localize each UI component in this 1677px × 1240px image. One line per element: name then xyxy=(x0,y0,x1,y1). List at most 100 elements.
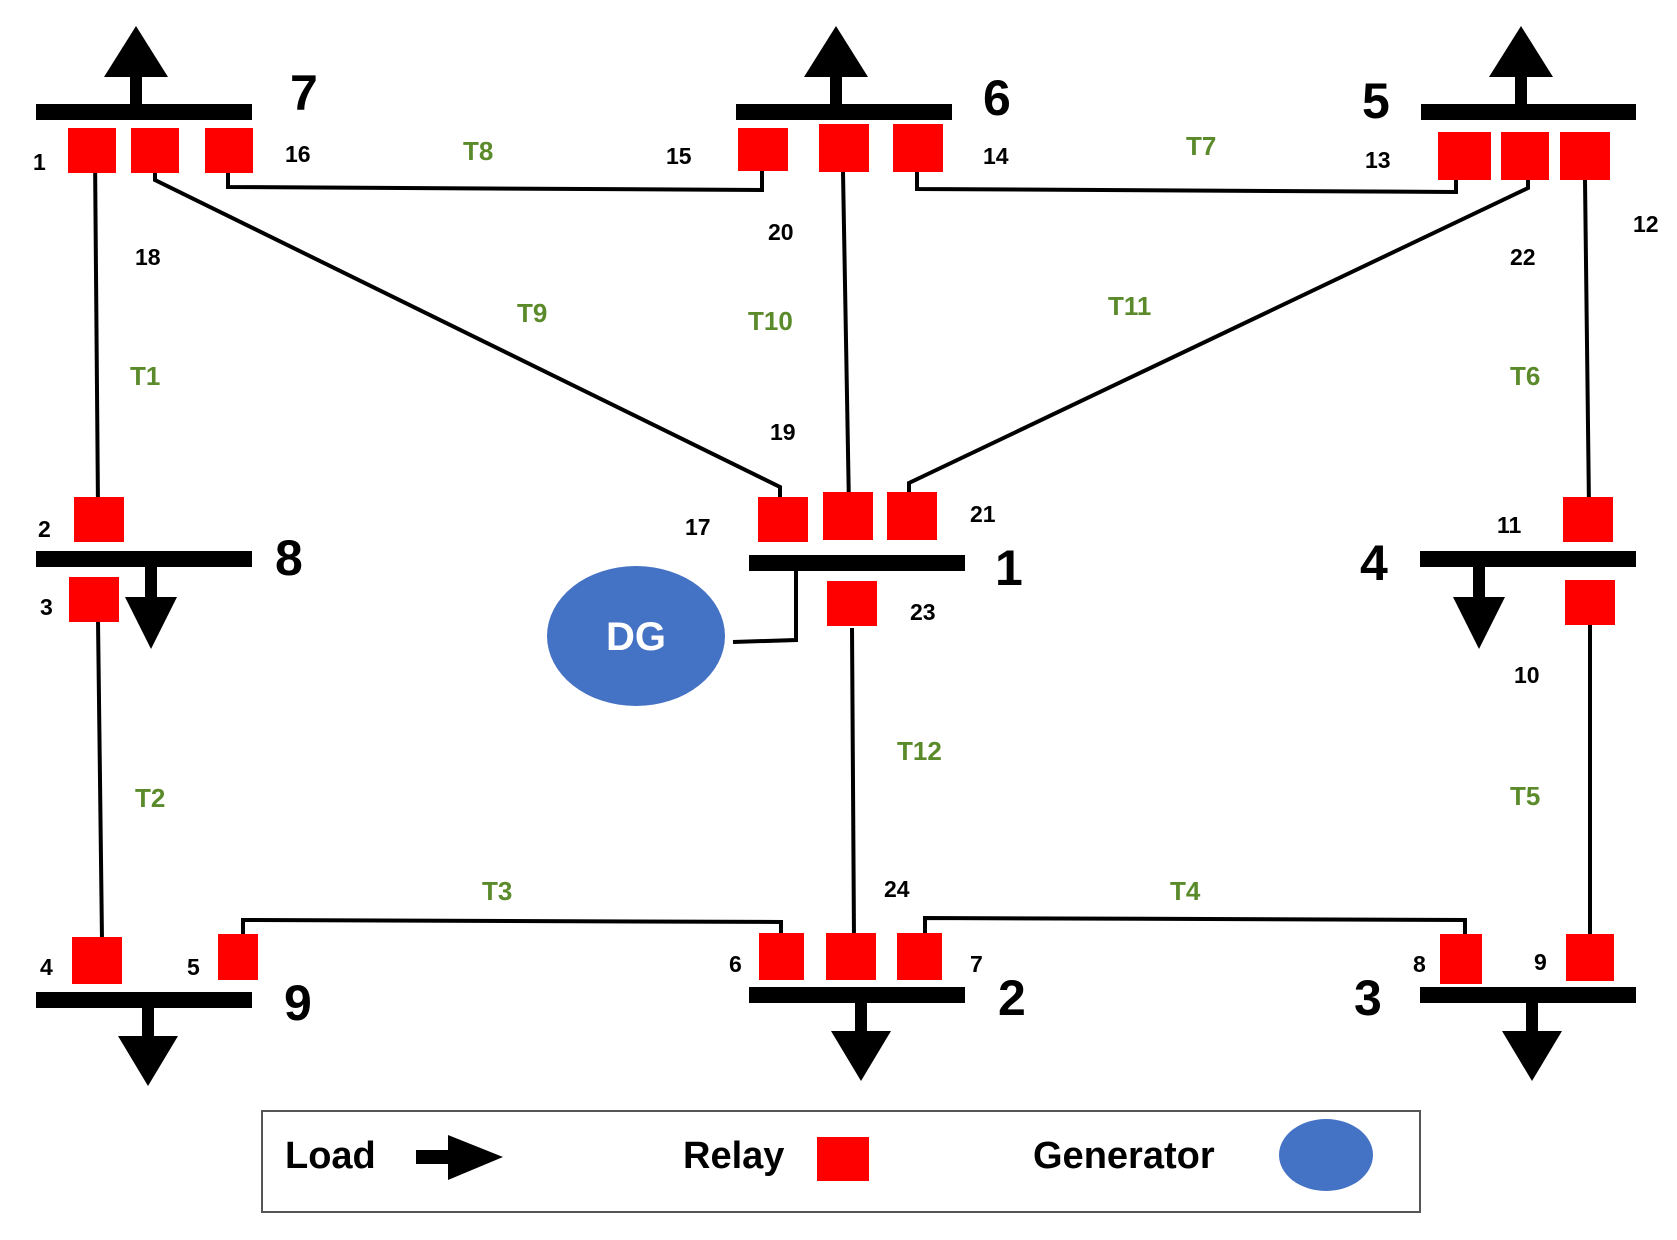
load-arrow-down-icon xyxy=(1453,567,1505,649)
line-t3 xyxy=(241,917,783,940)
legend-load-arrow-icon xyxy=(416,1135,503,1180)
relay-icon xyxy=(823,492,873,540)
bus-label-9: 9 xyxy=(284,975,312,1031)
relay-icon xyxy=(131,128,179,173)
dg-generator-icon xyxy=(547,566,725,706)
bus-label-3: 3 xyxy=(1354,970,1382,1026)
relay-icon xyxy=(893,124,943,172)
line-label-t11: T11 xyxy=(1108,291,1151,321)
relay-label: 6 xyxy=(729,951,742,977)
relay-icon xyxy=(1566,934,1614,981)
line-t7 xyxy=(915,172,1458,195)
bus-bar-8 xyxy=(36,551,252,567)
line-t2 xyxy=(96,619,104,941)
relay-label: 22 xyxy=(1510,244,1536,270)
bus-bar-5 xyxy=(1421,104,1636,120)
line-t9 xyxy=(153,173,782,505)
relay-label: 17 xyxy=(685,514,711,540)
relay-label: 2 xyxy=(38,516,51,542)
line-label-t8: T8 xyxy=(463,136,493,166)
bus-bar-3 xyxy=(1420,987,1636,1003)
relay-label: 15 xyxy=(666,143,692,169)
relay-icon xyxy=(218,934,258,980)
line-t12 xyxy=(850,627,856,941)
relays xyxy=(68,124,1615,984)
relay-icon xyxy=(897,933,942,980)
relay-label: 13 xyxy=(1365,147,1391,173)
load-arrow-down-icon xyxy=(1502,1003,1562,1081)
relay-icon xyxy=(1560,132,1610,180)
relay-label: 10 xyxy=(1514,662,1540,688)
line-labels: T1 T2 T3 T4 T5 T6 T7 T8 T9 T10 T11 T12 xyxy=(130,131,1540,906)
relay-icon xyxy=(1438,132,1491,180)
bus-label-4: 4 xyxy=(1360,535,1388,591)
relay-label: 18 xyxy=(135,244,161,270)
relay-icon xyxy=(72,937,122,984)
bus-bar-7 xyxy=(36,104,252,120)
load-arrow-down-icon xyxy=(831,1003,891,1081)
line-t10 xyxy=(841,171,851,509)
dg-label: DG xyxy=(606,615,666,659)
bus-label-7: 7 xyxy=(290,65,318,121)
line-label-t4: T4 xyxy=(1170,876,1201,906)
load-arrow-up-icon xyxy=(804,26,868,104)
relay-icon xyxy=(205,128,253,173)
relay-icon xyxy=(68,128,116,173)
line-t1 xyxy=(93,154,100,509)
relay-icon xyxy=(819,124,869,172)
line-t8 xyxy=(226,170,764,193)
load-arrow-down-icon xyxy=(118,1008,178,1086)
load-arrow-up-icon xyxy=(1489,26,1553,104)
relay-label: 23 xyxy=(910,599,936,625)
connection-lines xyxy=(93,154,1592,942)
bus-labels: 7 6 5 8 1 4 9 2 3 xyxy=(275,65,1390,1031)
relay-label: 9 xyxy=(1534,949,1547,975)
legend-generator-icon xyxy=(1279,1119,1373,1191)
relay-icon xyxy=(1501,132,1549,180)
relay-icon xyxy=(738,128,788,171)
relay-label: 20 xyxy=(768,219,794,245)
relay-label: 16 xyxy=(285,141,311,167)
relay-icon xyxy=(826,933,876,980)
bus-bar-6 xyxy=(736,104,952,120)
bus-bar-2 xyxy=(749,987,965,1003)
relay-icon xyxy=(1563,497,1613,542)
relay-icon xyxy=(887,492,937,540)
relay-label: 7 xyxy=(970,951,983,977)
relay-icon xyxy=(758,497,808,542)
bus-bar-4 xyxy=(1420,551,1636,567)
bus-label-6: 6 xyxy=(983,70,1011,126)
line-label-t9: T9 xyxy=(517,298,547,328)
relay-icon xyxy=(74,497,124,542)
relay-label: 1 xyxy=(33,149,46,175)
relay-labels: 1 16 15 14 13 12 18 20 22 19 17 21 2 11 … xyxy=(33,141,1659,980)
bus-label-8: 8 xyxy=(275,530,303,586)
relay-label: 21 xyxy=(970,501,996,527)
relay-label: 24 xyxy=(884,876,910,902)
line-t11 xyxy=(907,180,1530,505)
line-label-t12: T12 xyxy=(897,736,942,766)
relay-icon xyxy=(1565,580,1615,625)
relay-icon xyxy=(827,581,877,626)
legend-relay-icon xyxy=(817,1137,869,1181)
load-arrows xyxy=(104,26,1562,1086)
line-label-t10: T10 xyxy=(748,306,793,336)
relay-label: 8 xyxy=(1413,951,1426,977)
relay-icon xyxy=(69,577,119,622)
line-t6 xyxy=(1583,179,1591,509)
line-label-t6: T6 xyxy=(1510,361,1540,391)
relay-label: 5 xyxy=(187,954,200,980)
bus-label-5: 5 xyxy=(1362,73,1390,129)
relay-label: 14 xyxy=(983,143,1009,169)
dg-connection-line xyxy=(732,567,798,644)
line-label-t7: T7 xyxy=(1186,131,1216,161)
line-label-t5: T5 xyxy=(1510,781,1540,811)
legend-load-label: Load xyxy=(285,1135,376,1177)
line-t4 xyxy=(923,915,1467,940)
load-arrow-down-icon xyxy=(125,567,177,649)
relay-label: 12 xyxy=(1633,211,1659,237)
relay-icon xyxy=(759,933,804,980)
bus-label-2: 2 xyxy=(998,970,1026,1026)
bus-bar-9 xyxy=(36,992,252,1008)
